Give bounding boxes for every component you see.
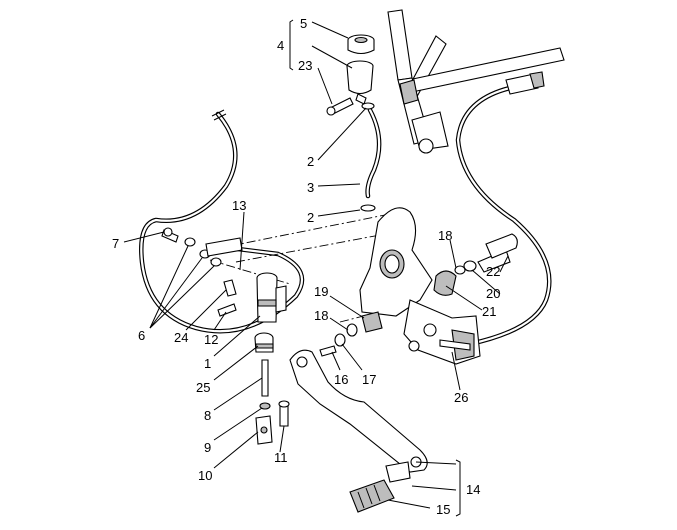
callout-6: 6 <box>138 328 145 343</box>
hose-3 <box>360 102 382 212</box>
callout-4: 4 <box>277 38 284 53</box>
callout-10: 10 <box>198 468 212 483</box>
callout-15: 15 <box>436 502 450 517</box>
callout-21: 21 <box>482 304 496 319</box>
callout-19: 19 <box>314 284 328 299</box>
callout-7: 7 <box>112 236 119 251</box>
callout-25: 25 <box>196 380 210 395</box>
brake-pedal <box>289 349 428 513</box>
cable-26 <box>455 71 552 347</box>
callout-11: 11 <box>274 450 288 465</box>
callout-labels: 4 5 23 2 3 2 13 7 6 24 12 1 25 8 9 10 11… <box>112 16 500 517</box>
callout-18-left: 18 <box>314 308 328 323</box>
leader-lines <box>123 19 509 517</box>
callout-3: 3 <box>307 180 314 195</box>
callout-18-right: 18 <box>438 228 452 243</box>
callout-14: 14 <box>466 482 480 497</box>
callout-8: 8 <box>204 408 211 423</box>
callout-13: 13 <box>232 198 246 213</box>
callout-24: 24 <box>174 330 188 345</box>
banjo-fittings <box>161 227 243 317</box>
callout-16: 16 <box>334 372 348 387</box>
callout-9: 9 <box>204 440 211 455</box>
callout-26: 26 <box>454 390 468 405</box>
pivot-parts <box>319 311 383 357</box>
callout-23: 23 <box>298 58 312 73</box>
reservoir-assembly <box>326 34 375 116</box>
callout-2-top: 2 <box>307 154 314 169</box>
pushrod-parts <box>254 332 290 445</box>
callout-22: 22 <box>486 264 500 279</box>
footrest-bracket <box>359 207 481 365</box>
callout-5: 5 <box>300 16 307 31</box>
callout-1: 1 <box>204 356 211 371</box>
callout-17: 17 <box>362 372 376 387</box>
callout-12: 12 <box>204 332 218 347</box>
frame-tubes <box>387 9 565 154</box>
callout-2-bottom: 2 <box>307 210 314 225</box>
master-cylinder <box>256 272 287 323</box>
callout-20: 20 <box>486 286 500 301</box>
hose-13 <box>139 109 305 334</box>
